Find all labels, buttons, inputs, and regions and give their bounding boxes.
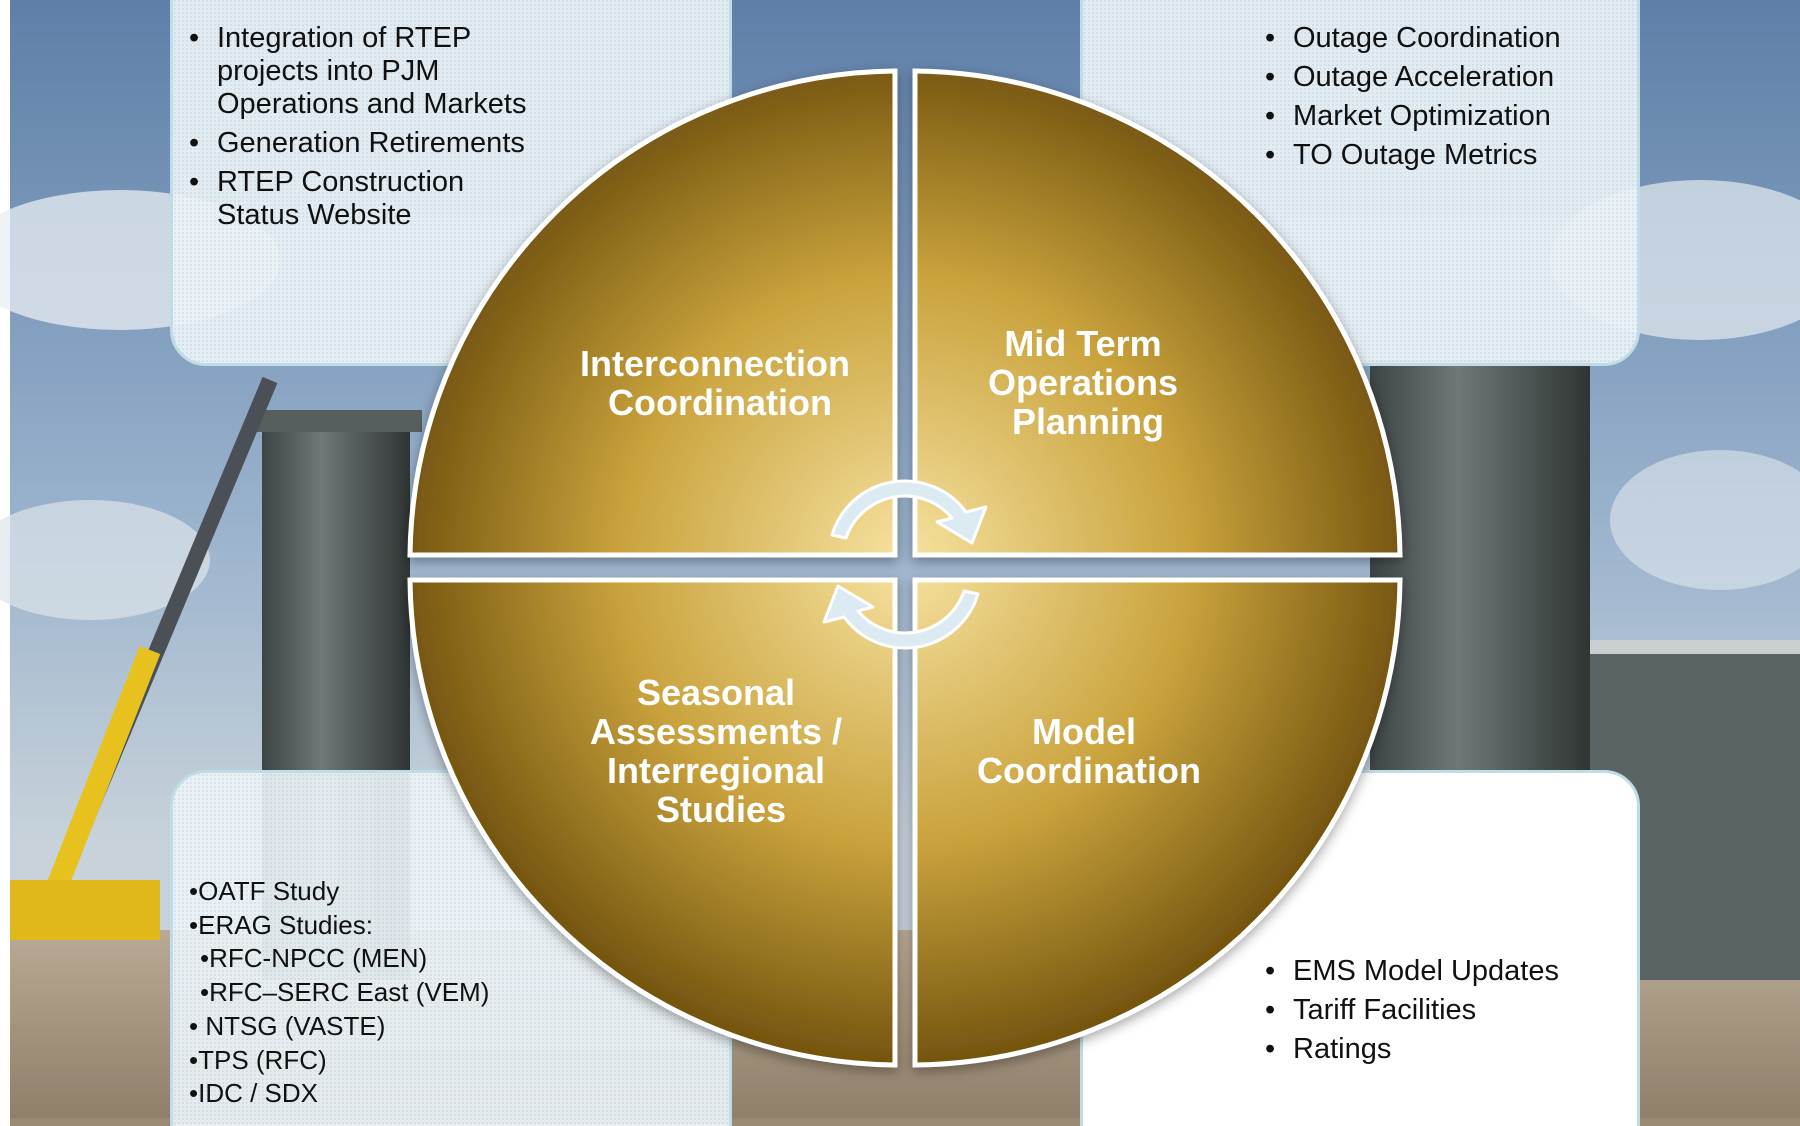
bullet-glyph: •	[1265, 139, 1276, 171]
list-item-text: Ratings	[1293, 1033, 1392, 1065]
quadrant-midterm	[912, 68, 1403, 558]
quadrant-model	[912, 577, 1403, 1068]
list-item: •IDC / SDX	[189, 1078, 319, 1109]
list-item-text: TO Outage Metrics	[1293, 139, 1538, 171]
list-item-text: Market Optimization	[1293, 100, 1551, 132]
panel-top-right-list: • Outage Coordination • Outage Acceleratio…	[1265, 22, 1625, 178]
quadrant-interconnection	[407, 68, 898, 558]
panel-top-left-list: • Integration of RTEP projects into PJM O…	[189, 22, 529, 238]
bullet-glyph: •	[1265, 1033, 1276, 1065]
list-item-text: EMS Model Updates	[1293, 955, 1559, 987]
list-item: • Outage Coordination	[1265, 22, 1625, 55]
list-item: • Outage Acceleration	[1265, 61, 1625, 94]
panel-bottom-right-list: • EMS Model Updates • Tariff Facilities • R…	[1265, 955, 1625, 1072]
quadrant-label-midterm: Mid Term Operations Planning	[988, 323, 1188, 442]
list-item-text: Outage Coordination	[1293, 22, 1561, 54]
list-item: • Tariff Facilities	[1265, 994, 1625, 1027]
list-item-text: Generation Retirements	[217, 127, 525, 159]
list-item: •ERAG Studies:	[189, 909, 373, 940]
bullet-glyph: •	[1265, 955, 1276, 987]
quadrant-seasonal	[407, 577, 898, 1068]
bullet-glyph: •	[1265, 100, 1276, 132]
list-item: • NTSG (VASTE)	[189, 1010, 386, 1041]
quadrant-label-model: Model Coordination	[977, 711, 1201, 791]
panel-bottom-left-list: •OATF Study •ERAG Studies: •RFC-NPCC (ME…	[189, 875, 549, 1111]
list-item: •RFC–SERC East (VEM)	[200, 977, 490, 1008]
list-item: • Integration of RTEP projects into PJM O…	[189, 22, 529, 121]
bullet-glyph: •	[189, 166, 200, 198]
list-item: •TPS (RFC)	[189, 1044, 327, 1075]
list-item-text: Integration of RTEP projects into PJM Op…	[217, 22, 527, 120]
list-item: • Ratings	[1265, 1033, 1625, 1066]
list-item-text: RTEP Construction Status Website	[217, 166, 465, 231]
list-item-text: Tariff Facilities	[1293, 994, 1477, 1026]
list-item: • EMS Model Updates	[1265, 955, 1625, 988]
quadrant-label-seasonal: Seasonal Assessments / Interregional Stu…	[590, 672, 852, 830]
bullet-glyph: •	[189, 127, 200, 159]
cycle-arrows-icon	[822, 479, 988, 650]
bullet-glyph: •	[1265, 22, 1276, 54]
quadrant-label-interconnection: Interconnection Coordination	[580, 343, 860, 423]
list-item: •OATF Study	[189, 876, 340, 906]
bullet-glyph: •	[189, 22, 200, 54]
list-item-text: Outage Acceleration	[1293, 61, 1555, 93]
list-item: • TO Outage Metrics	[1265, 139, 1625, 172]
list-item: • Market Optimization	[1265, 100, 1625, 133]
list-item: • Generation Retirements	[189, 127, 529, 160]
bullet-glyph: •	[1265, 61, 1276, 93]
list-item: • RTEP Construction Status Website	[189, 166, 529, 232]
list-item: •RFC-NPCC (MEN)	[200, 943, 428, 974]
bullet-glyph: •	[1265, 994, 1276, 1026]
